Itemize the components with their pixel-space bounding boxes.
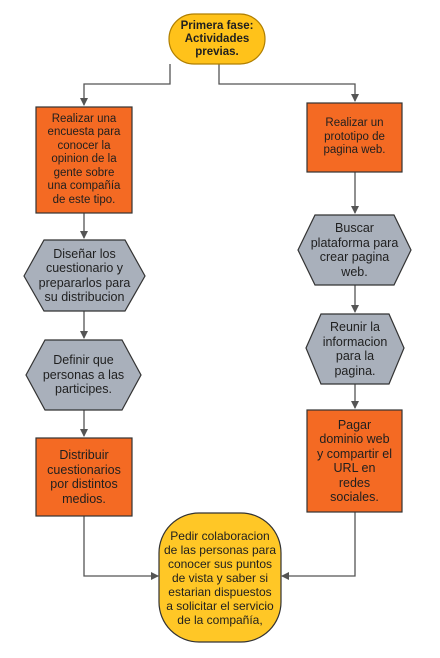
- right-platform-shape: [297, 214, 412, 286]
- left-distribute-shape: [35, 437, 133, 517]
- start-node-shape: [168, 13, 266, 65]
- right-prototype-shape: [306, 102, 403, 173]
- right-platform-label: Buscar plataforma para crear pagina web.: [310, 221, 399, 279]
- left-survey-label: Realizar una encuesta para conocer la op…: [47, 112, 121, 206]
- right-gather-label: Reunir la informacion para la pagina.: [322, 320, 388, 378]
- start-node-label: Primera fase: Actividades previas.: [180, 19, 254, 58]
- left-design-shape: [23, 239, 146, 312]
- connector-left-distribute-to-end: [83, 516, 159, 580]
- right-pay-shape: [306, 409, 403, 513]
- left-survey-shape: [35, 106, 133, 214]
- right-pay-label: Pagar dominio web y compartir el URL en …: [316, 417, 393, 505]
- end-node-shape: [158, 512, 282, 643]
- connectors: [80, 64, 359, 580]
- connector-start-to-left-survey: [80, 64, 171, 106]
- connector-start-to-right-prototype: [218, 64, 359, 102]
- connector-right-pay-to-end: [281, 512, 356, 580]
- end-node-label: Pedir colaboracion de las personas para …: [163, 528, 277, 627]
- right-gather-shape: [305, 313, 405, 385]
- left-define-label: Definir que personas a las participes.: [42, 353, 125, 397]
- left-design-label: Diseñar los cuestionario y prepararlos p…: [38, 246, 131, 305]
- left-define-shape: [25, 339, 142, 411]
- left-distribute-label: Distribuir cuestionarios por distintos m…: [47, 448, 121, 506]
- right-prototype-label: Realizar un prototipo de pagina web.: [323, 117, 386, 157]
